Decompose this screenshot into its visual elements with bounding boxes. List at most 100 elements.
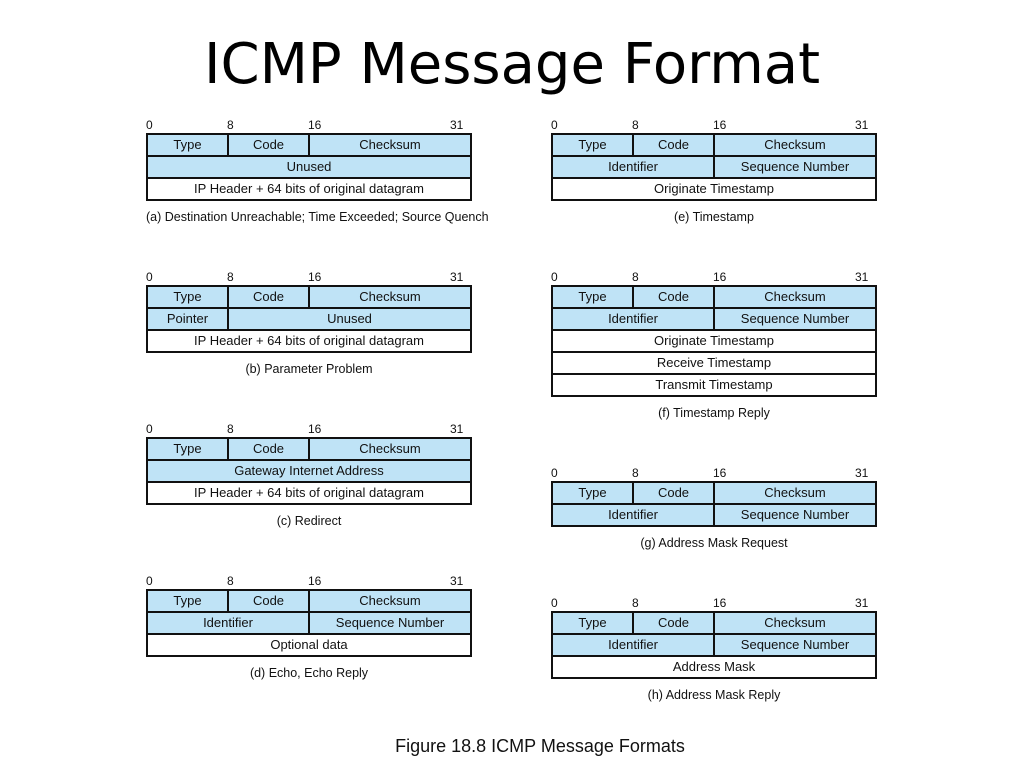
field-cell: Code (634, 613, 715, 635)
field-cell: Code (229, 287, 310, 309)
bit-label: 8 (632, 596, 639, 610)
bit-label: 31 (855, 466, 869, 480)
field-cell: Originate Timestamp (553, 331, 877, 353)
bit-scale: 0 8 16 31 (551, 117, 877, 133)
field-cell: Pointer (148, 309, 229, 331)
field-cell: Sequence Number (715, 157, 877, 179)
field-cell: Checksum (715, 483, 877, 505)
bit-label: 8 (632, 118, 639, 132)
diagram-caption: (d) Echo, Echo Reply (249, 666, 369, 680)
bit-label: 8 (227, 118, 234, 132)
field-cell: Type (553, 613, 634, 635)
field-cell: Gateway Internet Address (148, 461, 472, 483)
field-cell: Checksum (310, 135, 472, 157)
field-cell: Checksum (310, 591, 472, 613)
bit-label: 8 (632, 466, 639, 480)
bit-label: 0 (146, 118, 153, 132)
bit-scale: 0 8 16 31 (146, 573, 472, 589)
diagram-caption: (h) Address Mask Reply (647, 688, 781, 702)
field-cell: Type (553, 483, 634, 505)
field-cell: IP Header + 64 bits of original datagram (148, 331, 472, 353)
field-cell: Type (553, 135, 634, 157)
field-cell: Optional data (148, 635, 472, 657)
field-cell: Unused (148, 157, 472, 179)
diagram-caption: (f) Timestamp Reply (658, 406, 770, 420)
bit-label: 16 (713, 596, 727, 610)
field-cell: Sequence Number (715, 635, 877, 657)
diagram-caption: (a) Destination Unreachable; Time Exceed… (146, 210, 489, 224)
field-cell: Receive Timestamp (553, 353, 877, 375)
bit-scale: 0 8 16 31 (551, 465, 877, 481)
bit-label: 0 (146, 422, 153, 436)
field-cell: Code (634, 135, 715, 157)
field-cell: Type (148, 439, 229, 461)
field-cell: Sequence Number (310, 613, 472, 635)
bit-label: 31 (450, 574, 464, 588)
field-cell: Transmit Timestamp (553, 375, 877, 397)
bit-label: 0 (551, 596, 558, 610)
bit-label: 0 (551, 118, 558, 132)
bit-label: 31 (450, 118, 464, 132)
bit-label: 16 (713, 118, 727, 132)
field-cell: Type (553, 287, 634, 309)
field-cell: Originate Timestamp (553, 179, 877, 201)
field-cell: Sequence Number (715, 309, 877, 331)
field-cell: Identifier (553, 157, 715, 179)
bit-label: 0 (146, 270, 153, 284)
field-cell: Address Mask (553, 657, 877, 679)
diagram-caption: (c) Redirect (276, 514, 342, 528)
bit-label: 16 (308, 574, 322, 588)
field-cell: Unused (229, 309, 472, 331)
field-cell: IP Header + 64 bits of original datagram (148, 483, 472, 505)
diagram-caption: (g) Address Mask Request (640, 536, 788, 550)
bit-label: 31 (855, 270, 869, 284)
diagram-caption: (e) Timestamp (674, 210, 754, 224)
field-cell: Type (148, 135, 229, 157)
bit-label: 31 (855, 596, 869, 610)
field-cell: Code (229, 591, 310, 613)
bit-label: 16 (308, 118, 322, 132)
field-cell: Identifier (553, 505, 715, 527)
field-cell: Checksum (715, 613, 877, 635)
field-cell: Code (634, 287, 715, 309)
bit-scale: 0 8 16 31 (146, 117, 472, 133)
bit-label: 8 (227, 574, 234, 588)
field-cell: Checksum (310, 439, 472, 461)
figure-caption: Figure 18.8 ICMP Message Formats (395, 736, 685, 756)
field-cell: Identifier (148, 613, 310, 635)
slide-title: ICMP Message Format (203, 32, 821, 97)
bit-label: 0 (551, 270, 558, 284)
bit-label: 0 (146, 574, 153, 588)
bit-scale: 0 8 16 31 (551, 595, 877, 611)
field-cell: Checksum (715, 135, 877, 157)
field-cell: Identifier (553, 309, 715, 331)
field-cell: Sequence Number (715, 505, 877, 527)
field-cell: Checksum (310, 287, 472, 309)
field-cell: Checksum (715, 287, 877, 309)
field-cell: Code (634, 483, 715, 505)
bit-label: 31 (450, 270, 464, 284)
diagram-caption: (b) Parameter Problem (245, 362, 373, 376)
bit-label: 16 (713, 466, 727, 480)
bit-label: 16 (713, 270, 727, 284)
field-cell: Type (148, 287, 229, 309)
field-cell: Code (229, 439, 310, 461)
bit-label: 31 (450, 422, 464, 436)
bit-label: 31 (855, 118, 869, 132)
bit-label: 0 (551, 466, 558, 480)
field-cell: Identifier (553, 635, 715, 657)
